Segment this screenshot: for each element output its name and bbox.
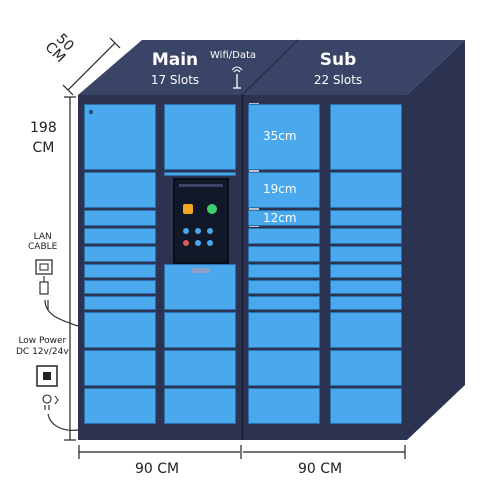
- compartment-35cm-label: 35cm: [263, 129, 297, 143]
- main-door-5[interactable]: [84, 246, 156, 262]
- main-door-7[interactable]: [84, 280, 156, 294]
- deliver-icon[interactable]: [183, 204, 193, 214]
- sub-door-1[interactable]: [248, 104, 320, 170]
- pickup-icon[interactable]: [207, 204, 217, 214]
- main-door-8[interactable]: [84, 296, 156, 310]
- cabinet-top: [78, 40, 465, 95]
- sub-door-8[interactable]: [248, 296, 320, 310]
- menu-icon-3[interactable]: [207, 228, 213, 234]
- sub-door-5[interactable]: [248, 246, 320, 262]
- menu-icon-2[interactable]: [195, 228, 201, 234]
- card-reader[interactable]: [192, 268, 210, 273]
- sub-door-22[interactable]: [330, 388, 402, 424]
- sub-door-13[interactable]: [330, 172, 402, 208]
- sub-door-6[interactable]: [248, 264, 320, 278]
- power-socket-icon: [36, 365, 59, 410]
- power-cable: [47, 413, 79, 431]
- touch-screen[interactable]: [173, 178, 229, 264]
- sub-door-14[interactable]: [330, 210, 402, 226]
- screen-header-bar: [179, 184, 223, 187]
- main-door-10[interactable]: [84, 350, 156, 386]
- main-title: Main: [151, 50, 199, 70]
- sub-width-label: 90 CM: [298, 461, 343, 477]
- ethernet-port-icon: [35, 259, 53, 295]
- sub-door-7[interactable]: [248, 280, 320, 294]
- menu-icon-4[interactable]: [183, 240, 189, 246]
- main-width-label: 90 CM: [135, 461, 180, 477]
- compartment-19cm-label: 19cm: [263, 182, 297, 196]
- main-door-11[interactable]: [84, 388, 156, 424]
- antenna-icon: [231, 66, 243, 89]
- height-label: 198 CM: [30, 120, 57, 156]
- cabinet-side: [407, 40, 465, 440]
- sub-door-18[interactable]: [330, 280, 402, 294]
- sub-door-2[interactable]: [248, 172, 320, 208]
- sub-door-4[interactable]: [248, 228, 320, 244]
- sub-door-3[interactable]: [248, 210, 320, 226]
- sub-door-11[interactable]: [248, 388, 320, 424]
- sub-door-17[interactable]: [330, 264, 402, 278]
- main-door-15[interactable]: [164, 312, 236, 348]
- sub-door-15[interactable]: [330, 228, 402, 244]
- main-door-3[interactable]: [84, 210, 156, 226]
- lan-cable-label: LAN CABLE: [28, 232, 58, 252]
- main-door-1[interactable]: [84, 104, 156, 170]
- main-door-16[interactable]: [164, 350, 236, 386]
- main-door-6[interactable]: [84, 264, 156, 278]
- sub-door-12[interactable]: [330, 104, 402, 170]
- sub-door-21[interactable]: [330, 350, 402, 386]
- sub-door-20[interactable]: [330, 312, 402, 348]
- menu-icon-5[interactable]: [195, 240, 201, 246]
- sub-door-9[interactable]: [248, 312, 320, 348]
- menu-icon-1[interactable]: [183, 228, 189, 234]
- depth-dimension-line: [67, 42, 116, 91]
- main-door-4[interactable]: [84, 228, 156, 244]
- main-door-13[interactable]: [164, 172, 236, 176]
- sub-slots: 22 Slots: [313, 73, 363, 87]
- sub-door-16[interactable]: [330, 246, 402, 262]
- main-door-17[interactable]: [164, 388, 236, 424]
- compartment-12cm-label: 12cm: [263, 211, 297, 225]
- wifi-label: Wifi/Data: [210, 50, 256, 61]
- sub-title: Sub: [319, 50, 357, 70]
- main-door-9[interactable]: [84, 312, 156, 348]
- menu-icon-6[interactable]: [207, 240, 213, 246]
- lan-cable: [44, 299, 79, 327]
- main-slots: 17 Slots: [150, 73, 200, 87]
- power-label: Low Power DC 12v/24v: [16, 336, 69, 357]
- sub-door-10[interactable]: [248, 350, 320, 386]
- sub-door-19[interactable]: [330, 296, 402, 310]
- main-door-12[interactable]: [164, 104, 236, 170]
- main-door-2[interactable]: [84, 172, 156, 208]
